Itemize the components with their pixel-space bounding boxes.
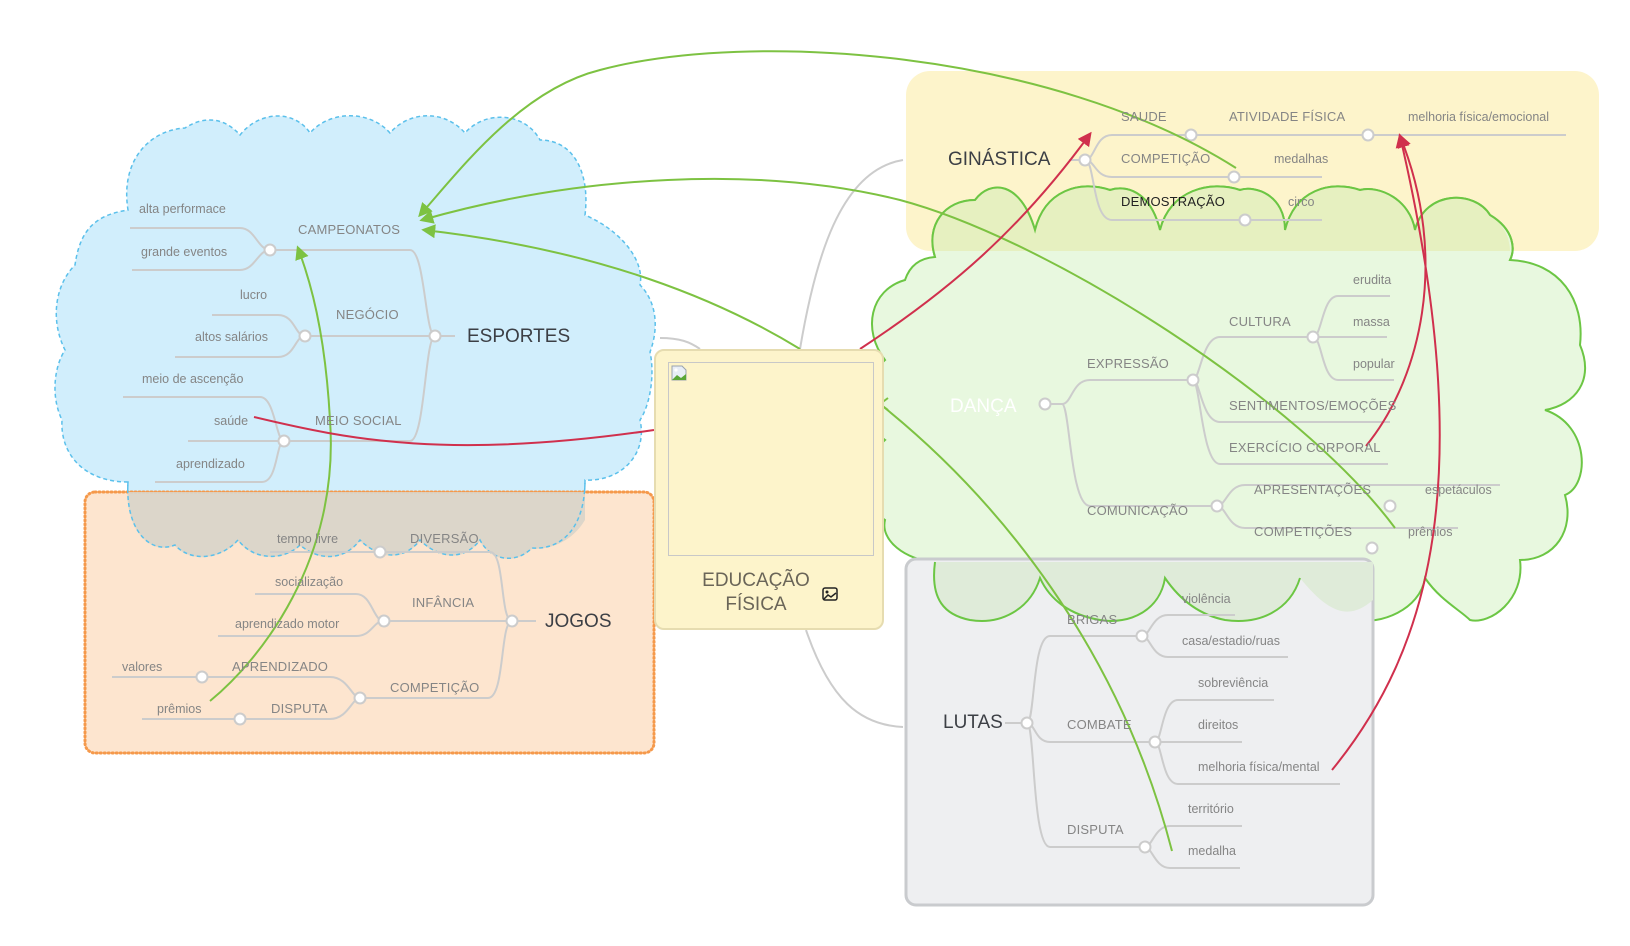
item-premios[interactable]: prêmios — [1408, 525, 1453, 539]
item-valores[interactable]: valores — [122, 660, 163, 674]
item-saude[interactable]: saúde — [214, 414, 249, 428]
subtopic-combate[interactable]: COMBATE — [1067, 717, 1132, 732]
subtopic-meio-social[interactable]: MEIO SOCIAL — [315, 413, 402, 428]
subtopic-demostracao[interactable]: DEMOSTRAÇÃO — [1121, 194, 1226, 209]
connector-ginastica — [799, 159, 904, 350]
item-melhoria-fisica-emocional[interactable]: melhoria física/emocional — [1408, 110, 1550, 124]
item-aprendizado[interactable]: aprendizado — [176, 457, 245, 471]
central-topic-title-line1: EDUCAÇÃO — [702, 570, 810, 591]
topic-jogos[interactable]: JOGOS — [545, 611, 612, 632]
lutas-boundary — [904, 557, 1375, 907]
item-lucro[interactable]: lucro — [240, 288, 268, 302]
subtopic-cultura[interactable]: CULTURA — [1229, 314, 1291, 329]
subtopic-competicao[interactable]: COMPETIÇÃO — [1121, 151, 1211, 166]
subtopic-brigas[interactable]: BRIGAS — [1067, 612, 1118, 627]
item-sobrevivencia[interactable]: sobreviência — [1198, 676, 1269, 690]
central-topic-image — [668, 362, 874, 556]
subtopic-negocio[interactable]: NEGÓCIO — [336, 307, 399, 322]
item-tempo-livre[interactable]: tempo livre — [277, 532, 339, 546]
subtopic-diversao[interactable]: DIVERSÃO — [410, 531, 479, 546]
relationships — [209, 50, 1441, 852]
item-medalha[interactable]: medalha — [1188, 844, 1236, 858]
relation-green-4 — [209, 245, 332, 702]
subtopic-atividade-fisica[interactable]: ATIVIDADE FÍSICA — [1229, 109, 1346, 124]
subtopic-exercicio-corporal[interactable]: EXERCÍCIO CORPORAL — [1229, 440, 1381, 455]
subtopic-comunicacao[interactable]: COMUNICAÇÃO — [1087, 503, 1189, 518]
item-altos-salarios[interactable]: altos salários — [195, 330, 268, 344]
subtopic-competicoes[interactable]: COMPETIÇÕES — [1254, 524, 1353, 539]
item-casa-estadio-ruas[interactable]: casa/estadio/ruas — [1182, 634, 1280, 648]
item-meio-de-ascencao[interactable]: meio de ascenção — [142, 372, 244, 386]
topic-lutas[interactable]: LUTAS — [943, 712, 1003, 733]
item-premios[interactable]: prêmios — [157, 702, 202, 716]
item-massa[interactable]: massa — [1353, 315, 1390, 329]
central-topic-title-line2: FÍSICA — [725, 594, 787, 615]
danca-overlap-lutas-outline — [933, 561, 1301, 622]
item-popular[interactable]: popular — [1353, 357, 1395, 371]
image-icon[interactable] — [822, 587, 838, 601]
subtopic-expressao[interactable]: EXPRESSÃO — [1087, 356, 1169, 371]
connector-lutas — [805, 629, 904, 728]
subtopic-competicao[interactable]: COMPETIÇÃO — [390, 680, 480, 695]
connector-esportes — [659, 337, 701, 350]
danca-overlap-ginastica — [932, 186, 1510, 257]
item-espetaculos[interactable]: espetáculos — [1425, 483, 1492, 497]
relation-red-3 — [1365, 133, 1427, 447]
item-melhoria-fisica-mental[interactable]: melhoria física/mental — [1198, 760, 1320, 774]
item-grande-eventos[interactable]: grande eventos — [141, 245, 228, 259]
relation-green-1 — [418, 50, 1237, 218]
subtopic-campeonatos[interactable]: CAMPEONATOS — [298, 222, 401, 237]
broken-image-icon — [671, 365, 687, 381]
subtopic-sentimentos-emocoes[interactable]: SENTIMENTOS/EMOÇÕES — [1229, 398, 1397, 413]
item-territorio[interactable]: território — [1188, 802, 1234, 816]
relation-red-1 — [859, 131, 1092, 350]
topic-danca[interactable]: DANÇA — [950, 396, 1017, 417]
esportes-nodes — [263, 243, 442, 448]
subtopic-aprendizado[interactable]: APRENDIZADO — [232, 659, 329, 674]
subtopic-apresentacoes[interactable]: APRESENTAÇÕES — [1254, 482, 1372, 497]
lutas-nodes — [1020, 629, 1162, 854]
item-alta-performace[interactable]: alta performace — [139, 202, 226, 216]
central-topic-educacao-fisica[interactable]: EDUCAÇÃO FÍSICA — [654, 349, 884, 630]
item-direitos[interactable]: direitos — [1198, 718, 1239, 732]
subtopic-disputa[interactable]: DISPUTA — [271, 701, 328, 716]
jogos-nodes — [195, 545, 519, 726]
item-aprendizado-motor[interactable]: aprendizado motor — [235, 617, 340, 631]
item-erudita[interactable]: erudita — [1353, 273, 1392, 287]
central-topic-title: EDUCAÇÃO FÍSICA — [656, 569, 856, 617]
relation-red-4 — [1331, 133, 1441, 771]
relation-green-3 — [421, 224, 801, 350]
danca-nodes — [1038, 330, 1397, 555]
relation-green-5 — [879, 403, 1173, 852]
esportes-bottom-dash — [127, 479, 586, 559]
item-violencia[interactable]: violência — [1182, 592, 1231, 606]
item-circo[interactable]: circo — [1288, 195, 1315, 209]
subtopic-disputa[interactable]: DISPUTA — [1067, 822, 1124, 837]
subtopic-saude[interactable]: SAUDE — [1121, 109, 1167, 124]
main-connectors — [659, 159, 904, 728]
relation-red-2 — [253, 416, 655, 447]
item-medalhas[interactable]: medalhas — [1274, 152, 1329, 166]
esportes-overlap — [128, 492, 585, 559]
ginastica-nodes — [1078, 128, 1375, 227]
subtopic-infancia[interactable]: INFÂNCIA — [412, 595, 475, 610]
topic-ginastica[interactable]: GINÁSTICA — [948, 149, 1051, 170]
item-socializacao[interactable]: socialização — [275, 575, 344, 589]
relation-green-2 — [419, 177, 1396, 529]
topic-esportes[interactable]: ESPORTES — [467, 326, 571, 347]
